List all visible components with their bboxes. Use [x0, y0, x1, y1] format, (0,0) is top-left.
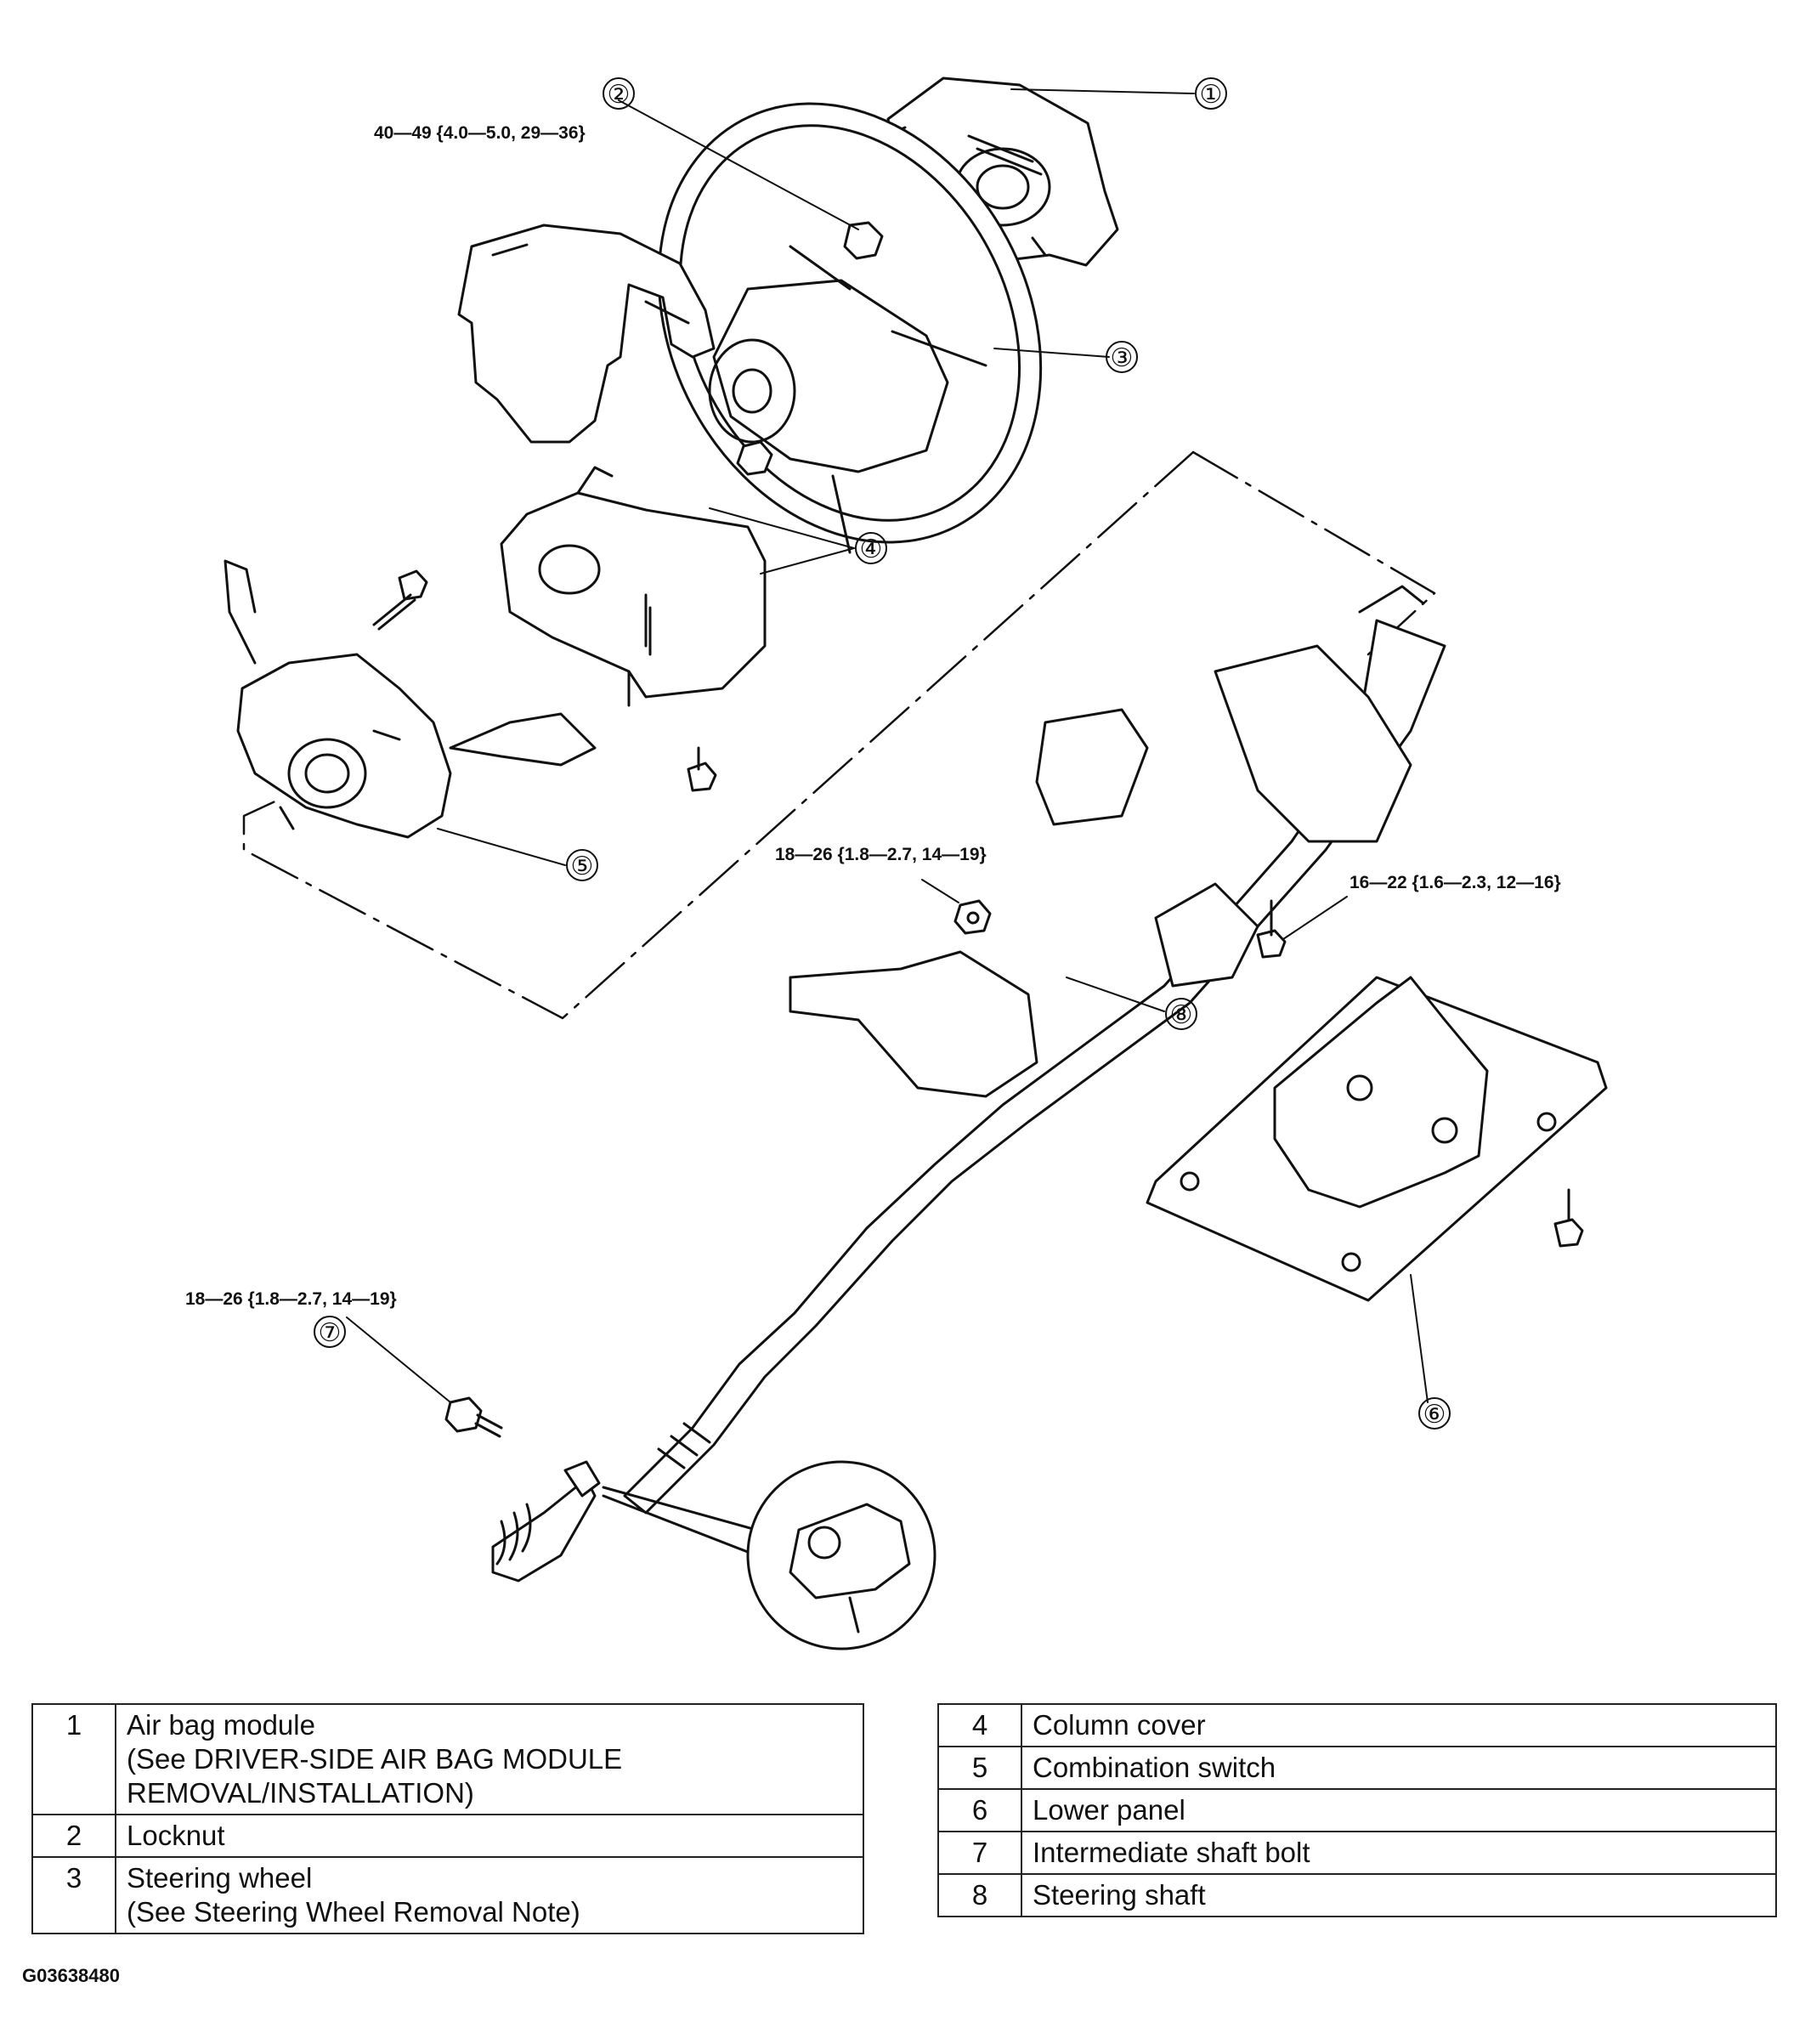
part-note: (See DRIVER-SIDE AIR BAG MODULE REMOVAL/…: [127, 1743, 623, 1809]
callout-4-label: ④: [860, 535, 883, 563]
callout-6: [1418, 1397, 1451, 1430]
leader-lines: [346, 88, 1429, 1403]
shaft-nut: [953, 899, 992, 935]
table-row: 4 Column cover: [937, 1703, 1777, 1747]
part-number: 3: [31, 1856, 116, 1934]
callout-3: [1106, 341, 1138, 373]
figure-code: G03638480: [22, 1965, 120, 1986]
universal-joint: [491, 1460, 601, 1583]
torque-spec-locknut: 40—49 {4.0—5.0, 29—36}: [374, 123, 586, 143]
part-name: Steering shaft: [1021, 1873, 1777, 1917]
callout-2: [603, 77, 635, 110]
part-name: Air bag module: [127, 1709, 315, 1741]
callout-1-label: ①: [1200, 81, 1223, 109]
screw: [372, 569, 717, 792]
part-number: 1: [31, 1703, 116, 1815]
part-name: Column cover: [1021, 1703, 1777, 1747]
steering-shaft: [623, 585, 1446, 1515]
callout-4: [855, 532, 887, 564]
table-row: 1 Air bag module (See DRIVER-SIDE AIR BA…: [31, 1703, 864, 1815]
part-name-cell: Air bag module (See DRIVER-SIDE AIR BAG …: [115, 1703, 864, 1815]
parts-table-left: 1 Air bag module (See DRIVER-SIDE AIR BA…: [31, 1703, 864, 1934]
detail-magnified-view: [602, 1460, 936, 1650]
part-number: 2: [31, 1814, 116, 1858]
callout-1: [1195, 77, 1227, 110]
callout-6-label: ⑥: [1423, 1401, 1446, 1429]
part-name: Locknut: [127, 1820, 225, 1851]
column-cover: [457, 224, 767, 707]
panel-bolt: [1256, 899, 1287, 959]
table-row: 6 Lower panel: [937, 1788, 1777, 1832]
part-name: Steering wheel: [127, 1862, 313, 1894]
table-row: 2 Locknut: [31, 1814, 864, 1858]
combination-switch: [224, 559, 597, 839]
part-name-cell: Steering wheel (See Steering Wheel Remov…: [115, 1856, 864, 1934]
part-number: 8: [937, 1873, 1022, 1917]
lower-panel: [1146, 976, 1608, 1302]
callout-8: [1165, 998, 1197, 1030]
torque-spec-panel-bolt: 16—22 {1.6—2.3, 12—16}: [1350, 873, 1561, 892]
intermediate-shaft-bolt: [444, 1396, 503, 1438]
callout-5: [566, 849, 598, 881]
part-name-cell: Locknut: [115, 1814, 864, 1858]
callout-5-label: ⑤: [571, 852, 594, 880]
part-name: Lower panel: [1021, 1788, 1777, 1832]
callout-7-label: ⑦: [319, 1319, 342, 1347]
torque-spec-intermediate-bolt: 18—26 {1.8—2.7, 14—19}: [185, 1289, 397, 1309]
part-number: 4: [937, 1703, 1022, 1747]
part-note: (See Steering Wheel Removal Note): [127, 1896, 580, 1928]
table-row: 8 Steering shaft: [937, 1873, 1777, 1917]
table-row: 3 Steering wheel (See Steering Wheel Rem…: [31, 1856, 864, 1934]
part-number: 6: [937, 1788, 1022, 1832]
part-number: 5: [937, 1746, 1022, 1790]
exploded-view-diagram: ① ② ③ ④ ⑤ ⑥ ⑦ ⑧ 40—49 {4.0—5.0, 29—36} 1…: [185, 76, 1608, 1650]
table-row: 7 Intermediate shaft bolt: [937, 1831, 1777, 1875]
part-name: Combination switch: [1021, 1746, 1777, 1790]
parts-table-right: 4 Column cover 5 Combination switch 6 Lo…: [937, 1703, 1777, 1917]
part-number: 7: [937, 1831, 1022, 1875]
callout-3-label: ③: [1111, 344, 1134, 372]
callout-7: [314, 1316, 346, 1348]
steering-wheel: [657, 102, 1043, 554]
callout-2-label: ②: [608, 81, 631, 109]
table-row: 5 Combination switch: [937, 1746, 1777, 1790]
torque-spec-shaft-nut: 18—26 {1.8—2.7, 14—19}: [775, 845, 987, 864]
callout-8-label: ⑧: [1170, 1001, 1193, 1029]
part-name: Intermediate shaft bolt: [1021, 1831, 1777, 1875]
